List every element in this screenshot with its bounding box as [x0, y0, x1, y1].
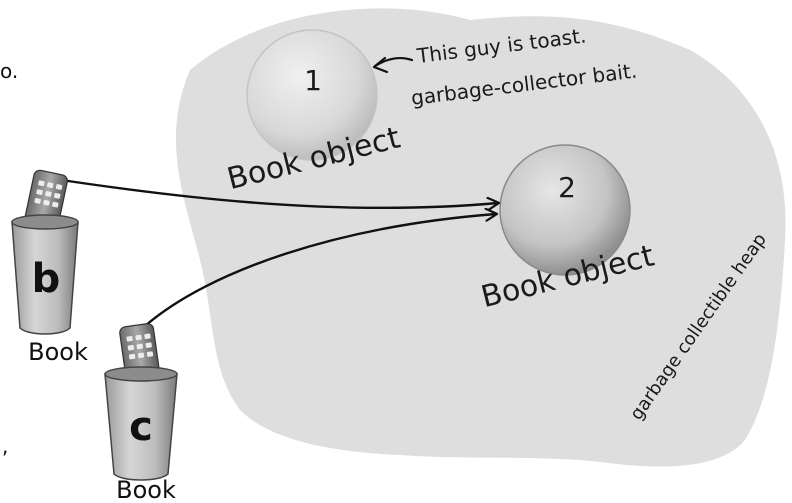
margin-mark-top: o.: [0, 59, 18, 83]
margin-mark-bottom: ,: [2, 434, 8, 458]
reference-c-cup: c: [104, 323, 178, 481]
cup-icon-c: [104, 373, 178, 481]
object-1-number: 1: [304, 64, 322, 97]
reference-b-cup: b: [11, 169, 79, 335]
reference-c-arrow: [143, 214, 496, 328]
reference-c-name: c: [129, 404, 153, 450]
cup-icon-b: [11, 221, 79, 335]
reference-b-type: Book: [28, 338, 88, 366]
reference-b-name: b: [32, 256, 61, 302]
reference-b-arrow: [46, 176, 498, 208]
reference-c-type: Book: [116, 476, 176, 503]
object-2-number: 2: [558, 171, 576, 204]
